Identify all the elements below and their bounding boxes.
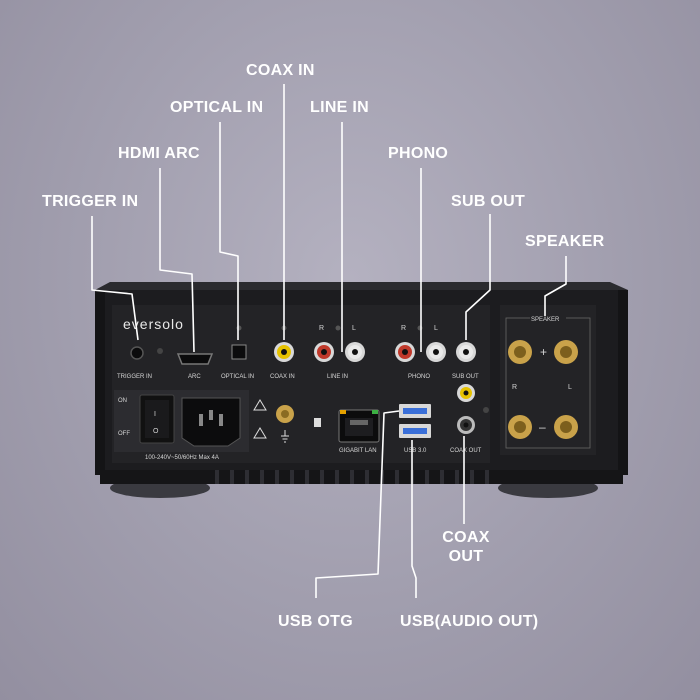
callout-coax-out: COAX OUT: [440, 528, 492, 566]
callout-phono: PHONO: [388, 145, 449, 162]
switch-one-glyph: I: [154, 411, 156, 418]
leader-optical-in: [219, 122, 239, 340]
speaker-l-label: L: [568, 384, 572, 391]
leader-usb-otg: [315, 410, 400, 598]
panel-label-arc: ARC: [188, 374, 201, 380]
panel-label-trigger-in: TRIGGER IN: [117, 374, 152, 380]
warning-icon-2: [253, 427, 267, 439]
switch-on-label: ON: [118, 398, 127, 404]
trigger-in-jack: [130, 346, 144, 360]
leader-hdmi-arc: [159, 168, 195, 353]
speaker-minus-label: –: [539, 420, 546, 434]
panel-label-usb-3: USB 3.0: [404, 448, 427, 454]
switch-off-label: OFF: [118, 431, 130, 437]
hdmi-arc-port: [176, 353, 214, 365]
panel-label-phono: PHONO: [408, 374, 430, 380]
panel-label-sub-out: SUB OUT: [452, 374, 479, 380]
reset-button: [314, 418, 321, 427]
line-in-r-label: R: [319, 325, 324, 332]
ground-icon: [281, 430, 289, 443]
chassis-side-right: [618, 290, 628, 475]
callout-coax-in: COAX IN: [246, 62, 315, 79]
leader-trigger-in: [91, 216, 139, 341]
leader-speaker: [544, 256, 567, 316]
power-inlet: [181, 397, 241, 447]
callout-speaker: SPEAKER: [525, 233, 605, 250]
chassis-side-left: [95, 290, 105, 475]
leader-usb-audio-out: [411, 440, 417, 598]
callout-hdmi-arc: HDMI ARC: [118, 145, 200, 162]
callout-optical-in: OPTICAL IN: [170, 99, 264, 116]
panel-label-speaker: SPEAKER: [531, 317, 560, 323]
panel-label-coax-out: COAX OUT: [450, 448, 482, 454]
speaker-r-label: R: [512, 384, 517, 391]
callout-coax-out-line1: COAX: [442, 529, 490, 546]
callout-coax-out-line2: OUT: [448, 548, 484, 565]
line-in-l-label: L: [352, 325, 356, 332]
callout-line-in: LINE IN: [310, 99, 369, 116]
brand-logo: eversolo: [123, 316, 184, 332]
panel-label-line-in: LINE IN: [327, 374, 348, 380]
optical-in-port: [231, 344, 247, 360]
callout-trigger-in: TRIGGER IN: [42, 193, 139, 210]
phono-r-label: R: [401, 325, 406, 332]
panel-label-coax-in: COAX IN: [270, 374, 295, 380]
panel-label-gigabit-lan: GIGABIT LAN: [339, 448, 377, 454]
switch-zero-glyph: O: [153, 428, 159, 435]
leader-sub-out: [465, 214, 491, 340]
speaker-plus-label: +: [540, 345, 547, 359]
callout-usb-audio-out: USB(AUDIO OUT): [400, 613, 539, 630]
panel-label-optical-in: OPTICAL IN: [221, 374, 254, 380]
callout-sub-out: SUB OUT: [451, 193, 526, 210]
phono-l-label: L: [434, 325, 438, 332]
warning-icon: [253, 399, 267, 411]
trigger-led: [157, 348, 163, 354]
callout-usb-otg: USB OTG: [278, 613, 353, 630]
top-lid: [95, 282, 628, 290]
power-rating-label: 100-240V~50/60Hz Max 4A: [145, 455, 219, 461]
